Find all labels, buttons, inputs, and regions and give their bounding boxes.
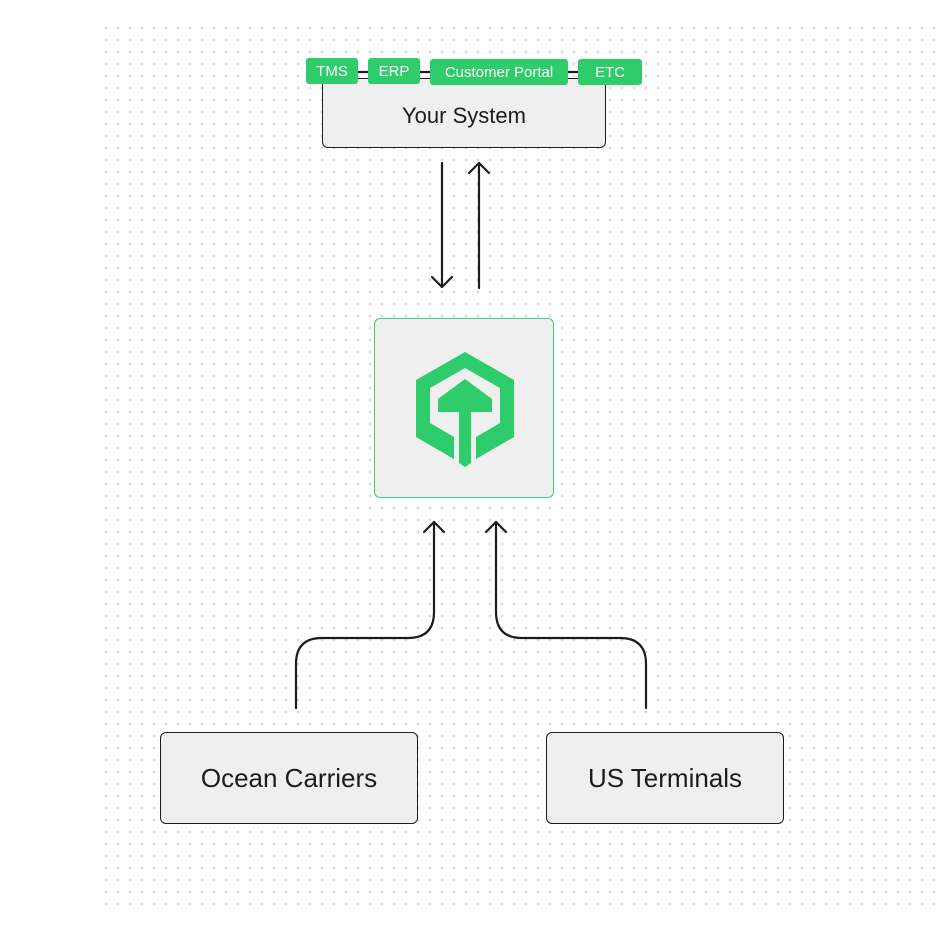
tag-customer-portal: Customer Portal xyxy=(430,59,568,85)
arrow-up-to-system xyxy=(467,161,491,290)
hub-box xyxy=(374,318,554,498)
us-terminals-label: US Terminals xyxy=(587,762,743,793)
tag-tms: TMS xyxy=(306,58,358,84)
ocean-carriers-label: Ocean Carriers xyxy=(200,762,378,793)
arrow-ocean-to-hub xyxy=(294,520,446,710)
ocean-carriers-box: Ocean Carriers xyxy=(160,732,418,824)
tag-etc: ETC xyxy=(578,59,642,85)
your-system-label: Your System xyxy=(402,103,526,128)
arrow-terminals-to-hub xyxy=(484,520,648,710)
your-system-box: Your System xyxy=(322,78,606,148)
hexagon-t-logo-icon xyxy=(416,352,514,467)
arrow-down-to-hub xyxy=(430,161,454,289)
us-terminals-box: US Terminals xyxy=(546,732,784,824)
tag-erp: ERP xyxy=(368,58,420,84)
